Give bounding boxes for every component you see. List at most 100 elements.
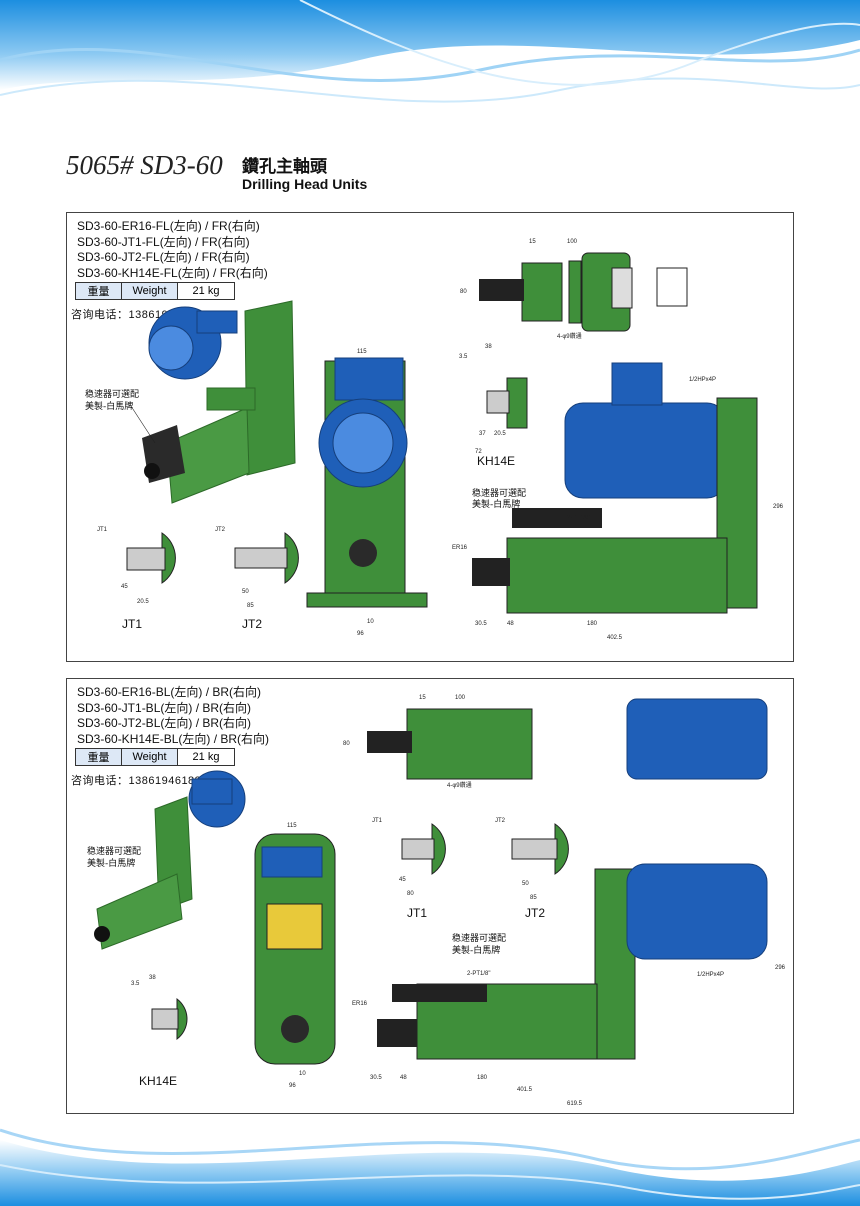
dimension-label: 48: [400, 1075, 407, 1081]
front-view-drawing: [306, 357, 428, 608]
spec-panel-bl-br: SD3-60-ER16-BL(左向) / BR(右向) SD3-60-JT1-B…: [66, 678, 794, 1114]
drawing-area: 稳速器可選配 美製-白馬牌 15 100 80 4-φ9鑽通 115 96 10: [85, 239, 784, 641]
dimension-label: 15: [529, 239, 536, 245]
dimension-label: 稳速器可選配: [452, 932, 506, 944]
dimension-label: KH14E: [477, 454, 515, 468]
dimension-label: ER16: [452, 545, 468, 551]
phone-number: 咨询电话：13861946188: [71, 775, 202, 787]
dimension-label: JT1: [407, 906, 427, 920]
dimension-label: 296: [775, 965, 786, 971]
dimension-label: 80: [460, 289, 467, 295]
drill-head-photo: [142, 300, 296, 504]
model-title: 5065# SD3-60: [66, 150, 223, 180]
dimension-label: JT2: [242, 617, 262, 631]
model-line: SD3-60-JT2-BL(左向) / BR(右向): [77, 716, 252, 730]
model-line: SD3-60-JT1-BL(左向) / BR(右向): [77, 700, 252, 715]
spec-panel-fl-fr: SD3-60-ER16-FL(左向) / FR(右向) SD3-60-JT1-F…: [66, 212, 794, 662]
dimension-label: 10: [367, 619, 374, 625]
dimension-label: 115: [357, 349, 367, 355]
dimension-label: JT2: [495, 818, 506, 824]
header-wave-background: [0, 0, 860, 150]
dimension-label: 1/2HPx4P: [689, 377, 716, 383]
dimension-label: ER16: [352, 1001, 368, 1007]
governor-note: 稳速器可選配: [85, 388, 139, 400]
side-view-drawing: [377, 863, 768, 1060]
weight-value: 21 kg: [178, 749, 234, 765]
dimension-label: JT1: [372, 818, 383, 824]
drawing-area: 稳速器可選配 美製-白馬牌 15 100 80 4-φ9鑽通 115 96 10…: [87, 695, 786, 1107]
dimension-label: 10: [299, 1071, 306, 1077]
dimension-label: JT1: [97, 527, 108, 533]
dimension-label: 38: [149, 975, 156, 981]
dimension-label: JT1: [122, 617, 142, 631]
dimension-label: 72: [475, 449, 482, 455]
dimension-label: 180: [477, 1075, 488, 1081]
model-list: SD3-60-ER16-FL(左向) / FR(右向) SD3-60-JT1-F…: [77, 219, 268, 281]
dimension-label: 稳速器可選配: [87, 845, 141, 857]
dimension-label: 美製-白馬牌: [87, 857, 135, 869]
dimension-label: 稳速器可選配: [472, 487, 526, 499]
model-line: SD3-60-KH14E-FL(左向) / FR(右向): [77, 265, 268, 280]
dimension-label: 85: [247, 603, 254, 609]
kh14e-detail: [151, 997, 188, 1041]
side-view-drawing: [472, 362, 758, 614]
dimension-label: 4-φ9鑽通: [557, 332, 582, 340]
weight-label-zh: 重量: [76, 283, 122, 299]
dimension-label: 2-PT1/8": [467, 971, 490, 977]
dimension-label: 402.5: [607, 635, 623, 641]
dimension-label: 3.5: [131, 981, 140, 987]
jt2-detail: [511, 823, 569, 875]
jt1-detail: [401, 823, 446, 875]
dimension-label: KH14E: [139, 1074, 177, 1088]
dimension-label: JT2: [525, 906, 545, 920]
top-view-drawing: [479, 252, 688, 332]
dimension-label: 30.5: [475, 621, 487, 627]
dimension-label: 38: [485, 344, 492, 350]
dimension-label: 115: [287, 823, 297, 829]
dimension-label: 20.5: [137, 599, 149, 605]
top-view-drawing: [367, 698, 768, 780]
dimension-label: 20.5: [494, 431, 506, 437]
dimension-label: 50: [242, 589, 249, 595]
governor-brand: 美製-白馬牌: [85, 400, 133, 412]
dimension-label: 80: [407, 891, 414, 897]
dimension-label: 96: [289, 1083, 296, 1089]
jt2-detail: [234, 532, 299, 584]
dimension-label: 401.5: [517, 1087, 533, 1093]
weight-label-en: Weight: [122, 749, 178, 765]
weight-label-zh: 重量: [76, 749, 122, 765]
dimension-label: 100: [455, 695, 466, 701]
model-line: SD3-60-JT2-FL(左向) / FR(右向): [77, 250, 250, 264]
jt1-detail: [126, 532, 176, 584]
model-line: SD3-60-KH14E-BL(左向) / BR(右向): [77, 731, 270, 746]
dimension-label: 296: [773, 504, 784, 510]
dimension-label: 1/2HPx4P: [697, 972, 724, 978]
weight-table: 重量 Weight 21 kg: [75, 282, 235, 300]
dimension-label: 100: [567, 239, 578, 245]
model-line: SD3-60-ER16-BL(左向) / BR(右向): [77, 685, 262, 699]
dimension-label: 美製-白馬牌: [452, 944, 500, 956]
dimension-label: 48: [507, 621, 514, 627]
dimension-label: 3.5: [459, 354, 468, 360]
dimension-label: 50: [522, 881, 529, 887]
dimension-label: 2-PT1/8": [567, 515, 590, 521]
dimension-label: 180: [587, 621, 598, 627]
dimension-label: 美製-白馬牌: [472, 498, 520, 510]
drill-head-photo: [94, 770, 246, 950]
dimension-label: 619.5: [567, 1101, 583, 1107]
dimension-label: 30.5: [370, 1075, 382, 1081]
model-line: SD3-60-ER16-FL(左向) / FR(右向): [77, 219, 260, 233]
dimension-label: 96: [357, 631, 364, 637]
weight-table: 重量 Weight 21 kg: [75, 748, 235, 766]
weight-label-en: Weight: [122, 283, 178, 299]
dimension-label: JT2: [215, 527, 226, 533]
dimension-label: 80: [343, 741, 350, 747]
english-title: Drilling Head Units: [242, 176, 368, 192]
model-line: SD3-60-JT1-FL(左向) / FR(右向): [77, 234, 250, 249]
chinese-title: 鑽孔主軸頭: [242, 157, 327, 176]
dimension-label: 4-φ9鑽通: [447, 781, 472, 789]
front-view-drawing: [254, 833, 336, 1065]
dimension-label: 45: [121, 584, 128, 590]
dimension-label: 45: [399, 877, 406, 883]
dimension-label: 15: [419, 695, 426, 701]
